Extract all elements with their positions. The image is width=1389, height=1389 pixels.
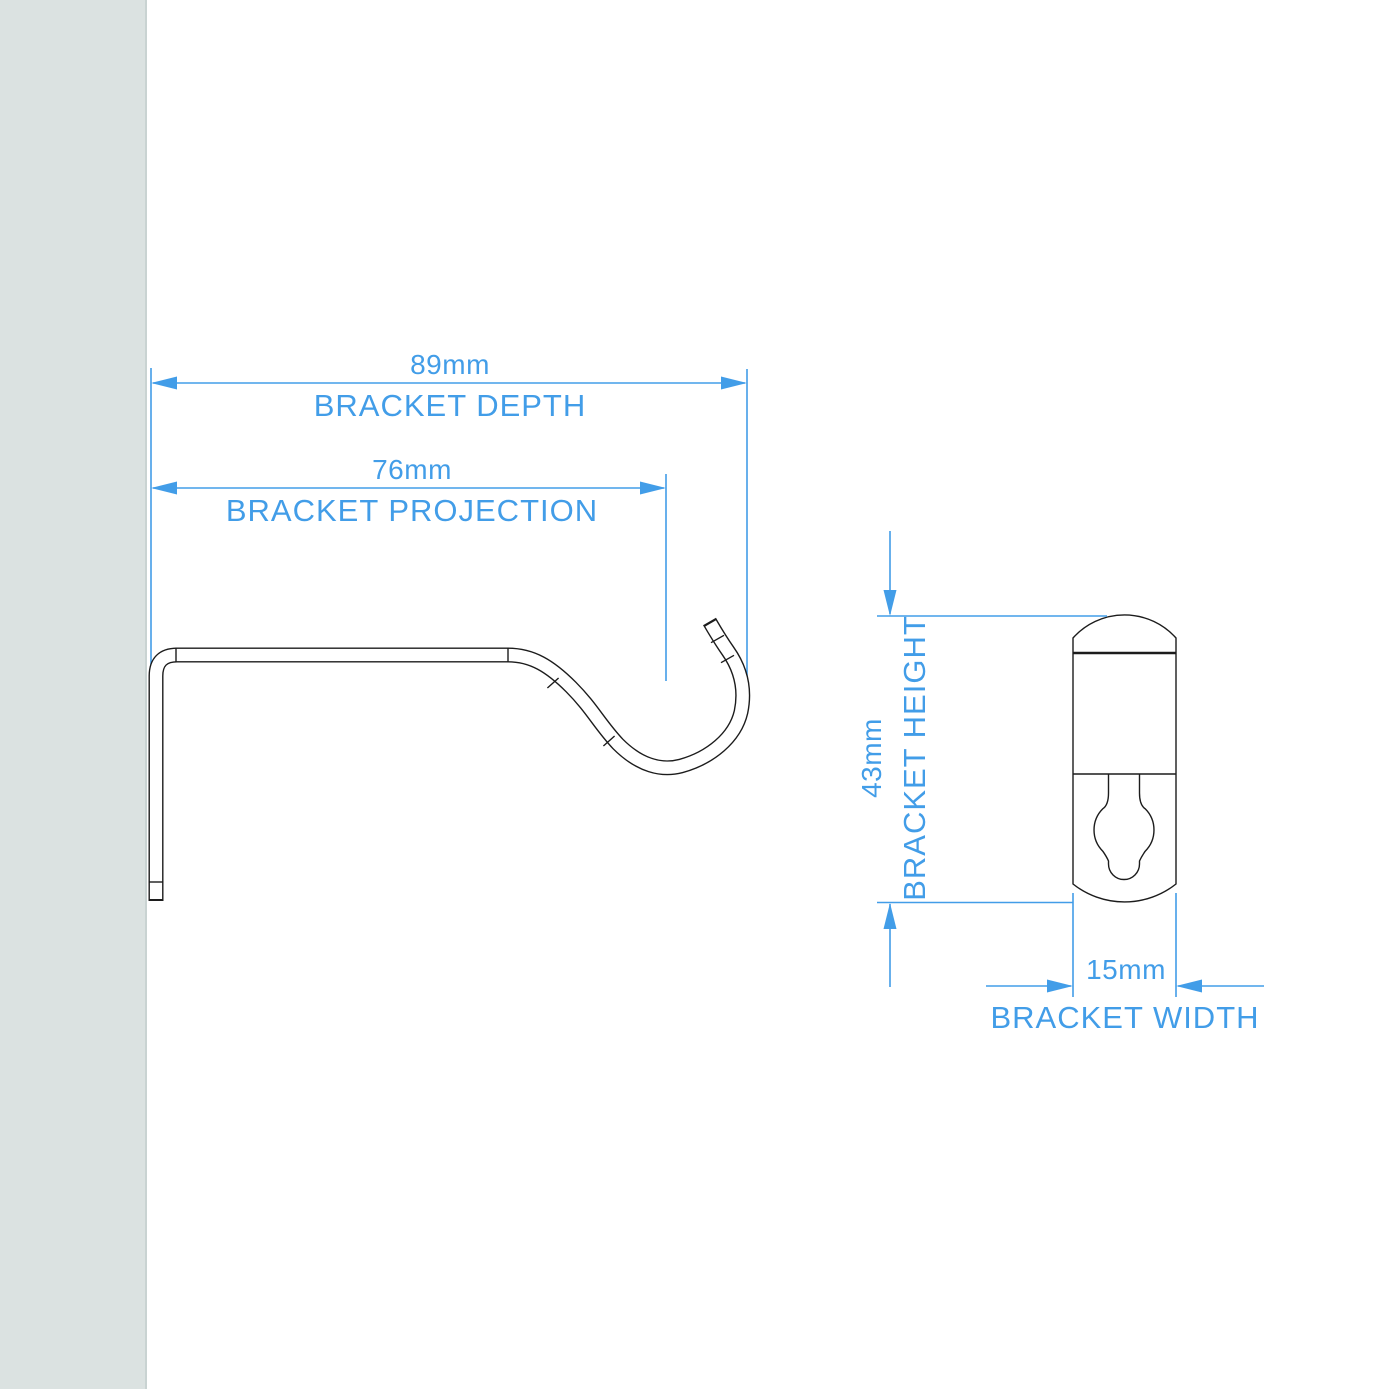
arrowhead-right-icon: [640, 481, 666, 495]
segment-tick: [710, 634, 725, 644]
wall-strip: [0, 0, 147, 1389]
segment-tick: [602, 735, 616, 747]
keyhole-slot: [1093, 774, 1155, 881]
width-value: 15mm: [1086, 954, 1166, 985]
arrowhead-left-icon: [151, 481, 177, 495]
segment-tick: [720, 654, 735, 664]
projection-value: 76mm: [372, 454, 452, 485]
bracket-tube-body: [149, 620, 749, 899]
wall-plate-outline: [1072, 614, 1177, 903]
segment-tick: [546, 677, 560, 689]
arrowhead-right-icon: [721, 376, 747, 390]
width-label: BRACKET WIDTH: [990, 1000, 1259, 1035]
wall-surface: [0, 0, 147, 1389]
height-label: BRACKET HEIGHT: [897, 615, 932, 901]
dimension-bracket-depth: 89mm BRACKET DEPTH: [150, 349, 748, 677]
arrowhead-up-icon: [883, 903, 897, 929]
bracket-side-view: [148, 617, 751, 901]
arrowhead-down-icon: [883, 590, 897, 616]
bracket-front-view: [1072, 614, 1177, 903]
arrowhead-left-icon: [151, 376, 177, 390]
projection-label: BRACKET PROJECTION: [226, 493, 598, 528]
height-value: 43mm: [856, 718, 887, 798]
dimension-bracket-projection: 76mm BRACKET PROJECTION: [151, 454, 667, 681]
dimension-bracket-height: 43mm BRACKET HEIGHT: [856, 531, 1107, 987]
dimension-bracket-width: 15mm BRACKET WIDTH: [986, 893, 1264, 1035]
arrowhead-left-icon: [1176, 979, 1202, 993]
depth-value: 89mm: [410, 349, 490, 380]
depth-label: BRACKET DEPTH: [314, 388, 587, 423]
arrowhead-right-icon: [1047, 979, 1073, 993]
